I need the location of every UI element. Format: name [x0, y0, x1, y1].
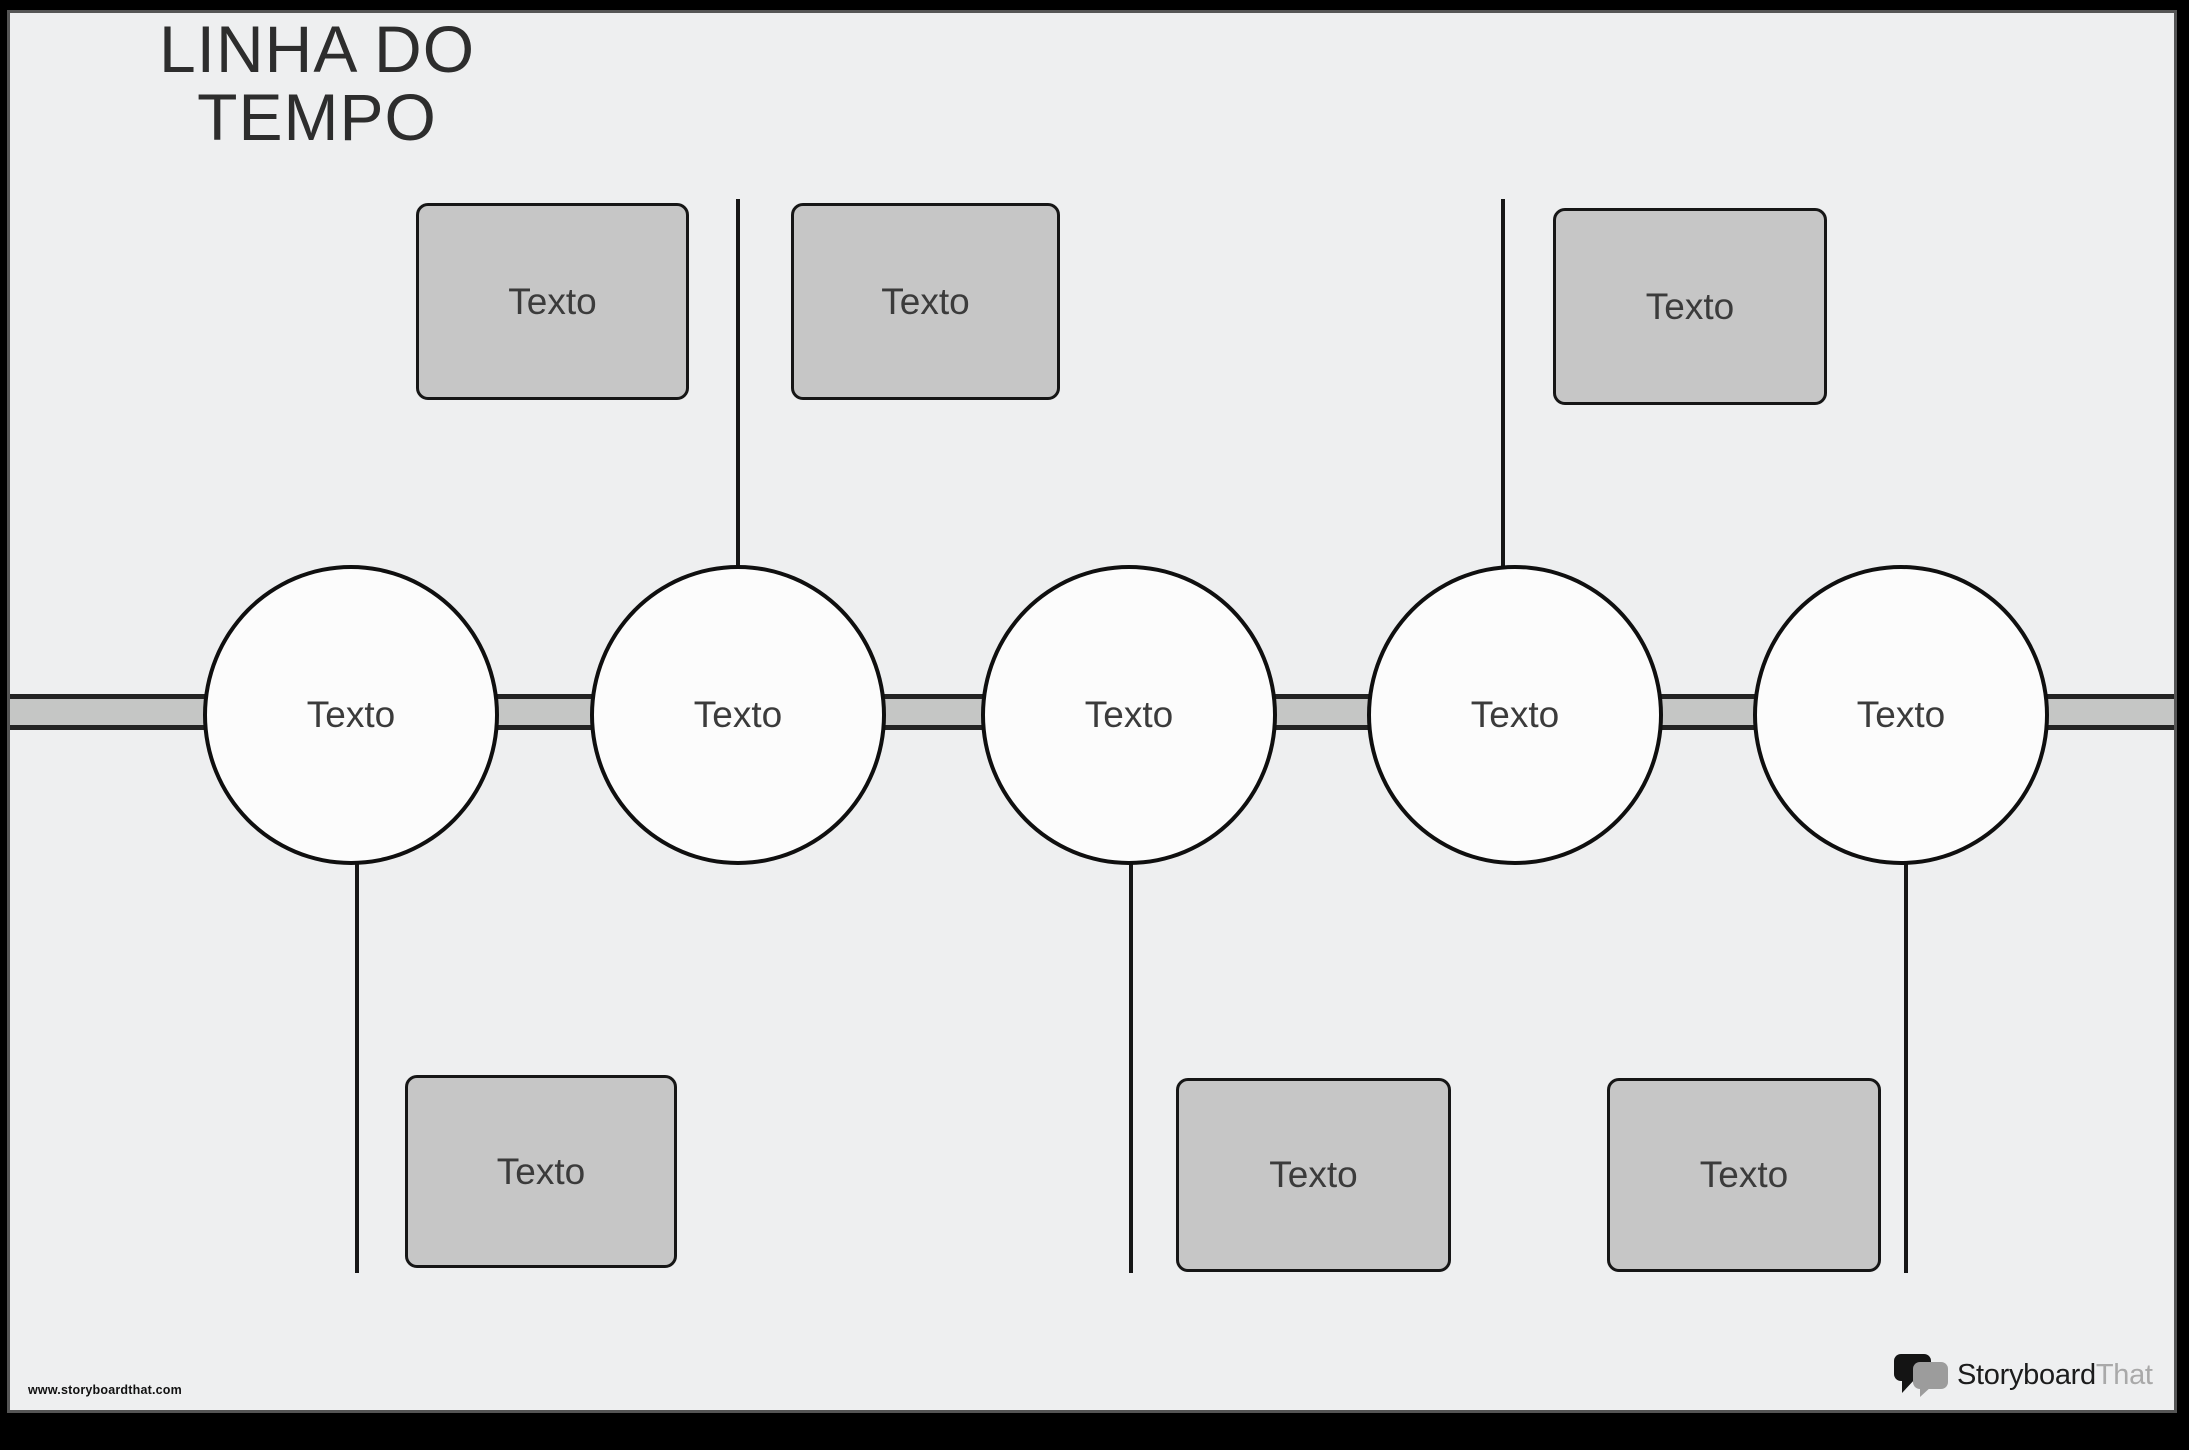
timeline-node-5-label: Texto	[1856, 694, 1946, 735]
event-box-top-1-label: Texto	[508, 280, 597, 322]
page-title: LINHA DO TEMPO	[107, 15, 527, 151]
connector-line-down-node5	[1904, 858, 1908, 1273]
event-box-top-3-label: Texto	[1645, 285, 1735, 327]
connector-line-down-node1	[355, 858, 359, 1273]
timeline-node-1[interactable]: Texto	[203, 565, 499, 865]
connector-line-down-node3	[1129, 858, 1133, 1273]
event-box-top-2[interactable]: Texto	[791, 203, 1060, 400]
storyboardthat-logo: StoryboardThat	[1892, 1349, 2153, 1401]
event-box-top-3[interactable]: Texto	[1553, 208, 1827, 405]
event-box-top-1[interactable]: Texto	[416, 203, 689, 400]
timeline-node-3[interactable]: Texto	[981, 565, 1277, 865]
timeline-node-2[interactable]: Texto	[590, 565, 886, 865]
event-box-bottom-2-label: Texto	[1269, 1154, 1358, 1195]
timeline-node-1-label: Texto	[306, 694, 396, 735]
event-box-bottom-2[interactable]: Texto	[1176, 1078, 1451, 1272]
event-box-bottom-1[interactable]: Texto	[405, 1075, 677, 1268]
canvas: LINHA DO TEMPO Texto Texto Texto Texto T…	[7, 10, 2177, 1413]
speech-bubbles-icon	[1894, 1354, 1948, 1397]
watermark-url: www.storyboardthat.com	[28, 1383, 182, 1397]
logo-text-that: That	[2095, 1358, 2153, 1391]
timeline-node-4[interactable]: Texto	[1367, 565, 1663, 865]
timeline-node-5[interactable]: Texto	[1753, 565, 2049, 865]
timeline-node-3-label: Texto	[1084, 694, 1174, 735]
event-box-top-2-label: Texto	[881, 280, 970, 322]
page-title-line1: LINHA DO	[158, 12, 476, 86]
logo-text-storyboard: Storyboard	[1957, 1358, 2096, 1391]
page-title-line2: TEMPO	[197, 80, 437, 154]
timeline-node-4-label: Texto	[1470, 694, 1560, 735]
connector-line-up-node4	[1501, 199, 1505, 573]
connector-line-up-node2	[736, 199, 740, 573]
event-box-bottom-3-label: Texto	[1699, 1154, 1789, 1195]
event-box-bottom-1-label: Texto	[496, 1150, 586, 1192]
event-box-bottom-3[interactable]: Texto	[1607, 1078, 1881, 1272]
timeline-node-2-label: Texto	[693, 694, 783, 735]
